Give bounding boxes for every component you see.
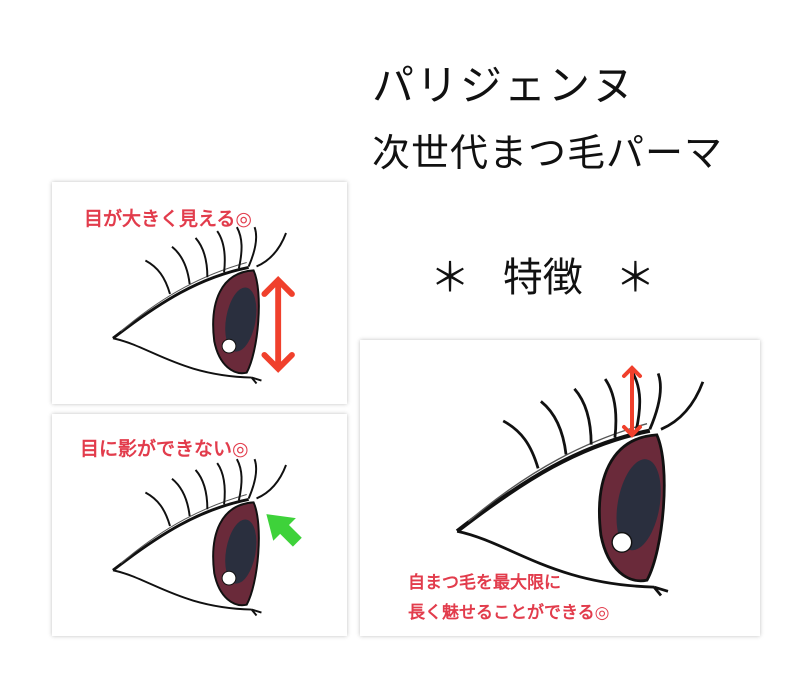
panel-no-shadow: 目に影ができない◎ <box>52 414 347 636</box>
double-arrow-icon <box>261 276 295 373</box>
panel-caption: 目に影ができない◎ <box>80 438 249 460</box>
feature-heading: ＊ 特徴 ＊ <box>430 255 656 301</box>
panel-eyes-look-bigger: 目が大きく見える◎ <box>52 182 347 404</box>
page-subtitle: 次世代まつ毛パーマ <box>372 131 724 175</box>
panel-caption: 目が大きく見える◎ <box>84 208 253 230</box>
page-title: パリジェンヌ <box>372 61 637 110</box>
panel-caption-line2: 長く魅せることができる◎ <box>408 603 610 623</box>
green-arrow-icon <box>266 514 302 547</box>
panel-maximize-lashes: 自まつ毛を最大限に 長く魅せることができる◎ <box>360 340 760 636</box>
panel-caption-line1: 自まつ毛を最大限に <box>408 573 561 593</box>
double-arrow-icon <box>622 365 642 438</box>
